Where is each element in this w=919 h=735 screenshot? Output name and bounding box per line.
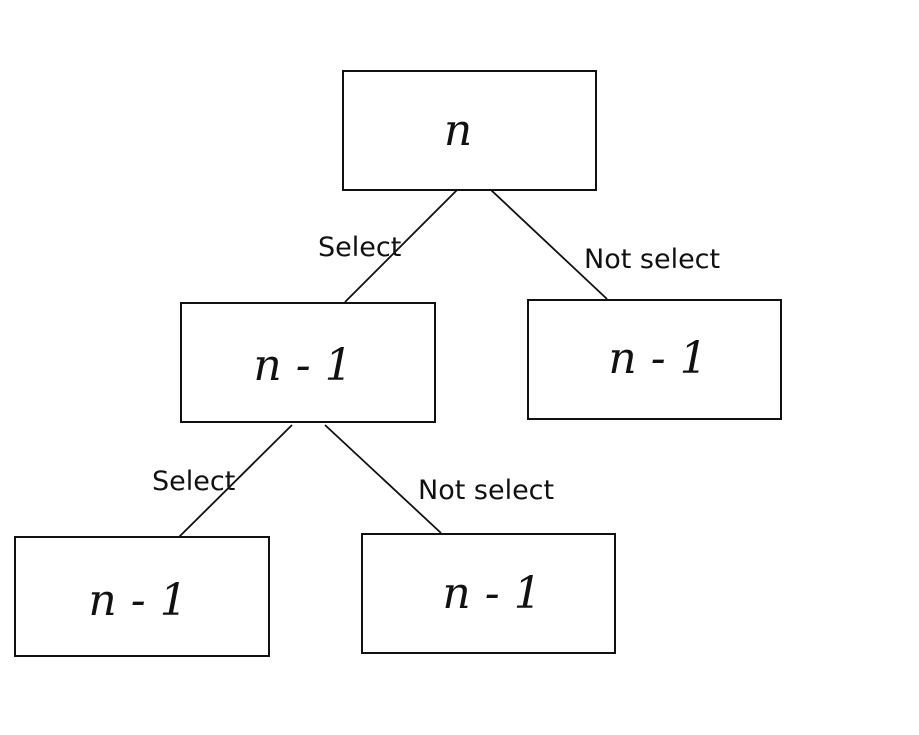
edge-label-root-left: Select <box>318 232 401 263</box>
node-left-right: n - 1 <box>361 533 616 654</box>
node-right: n - 1 <box>527 299 782 420</box>
edge-label-left-left: Select <box>152 466 235 497</box>
edge-left-to-left-right <box>324 424 442 534</box>
node-left-left: n - 1 <box>14 536 270 657</box>
node-root-label: n <box>444 105 472 156</box>
edge-label-root-right: Not select <box>584 244 720 275</box>
node-left-box <box>180 302 436 423</box>
node-left-right-box <box>361 533 616 654</box>
node-left-left-label: n - 1 <box>88 575 187 626</box>
node-right-box <box>527 299 782 420</box>
node-left-right-label: n - 1 <box>442 568 541 619</box>
node-right-label: n - 1 <box>608 333 707 384</box>
edge-root-to-left <box>344 189 458 303</box>
edge-left-to-left-left <box>178 424 293 538</box>
node-root: n <box>342 70 597 191</box>
node-left-label: n - 1 <box>253 340 352 391</box>
edge-label-left-right: Not select <box>418 475 554 506</box>
node-root-box <box>342 70 597 191</box>
edge-root-to-right <box>490 189 608 300</box>
node-left-left-box <box>14 536 270 657</box>
node-left: n - 1 <box>180 302 436 423</box>
